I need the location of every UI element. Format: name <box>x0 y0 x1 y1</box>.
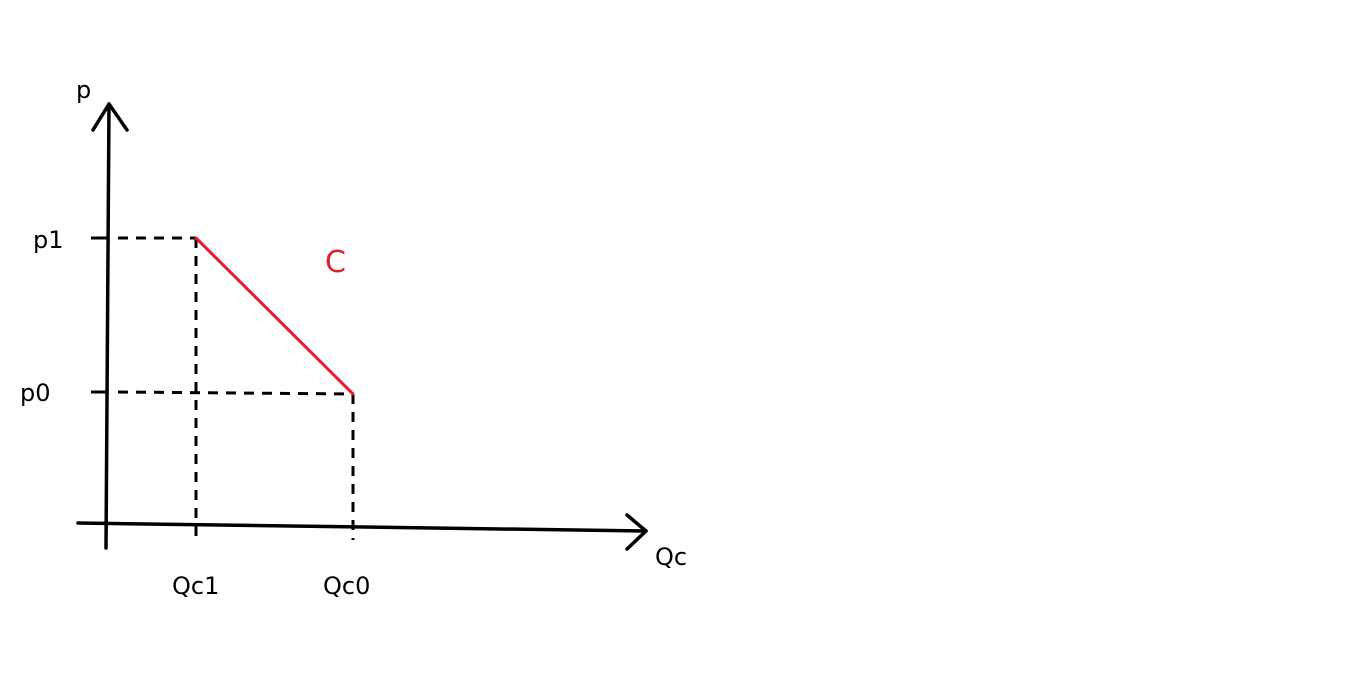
x-axis-label: Qc <box>655 543 687 571</box>
x-tick-label-qc0: Qc0 <box>323 572 370 600</box>
y-axis-label: p <box>76 76 91 104</box>
x-tick-label-qc1: Qc1 <box>172 572 219 600</box>
y-tick-label-p1: p1 <box>33 226 64 254</box>
guide-p0-horizontal <box>117 390 355 396</box>
y-axis-arrowhead <box>91 102 129 132</box>
y-tick-label-p0: p0 <box>20 379 51 407</box>
x-axis <box>76 521 648 533</box>
curve-c <box>194 236 355 396</box>
x-axis-arrowhead <box>625 513 648 551</box>
y-axis <box>104 102 111 550</box>
curve-c-label: C <box>325 245 346 280</box>
